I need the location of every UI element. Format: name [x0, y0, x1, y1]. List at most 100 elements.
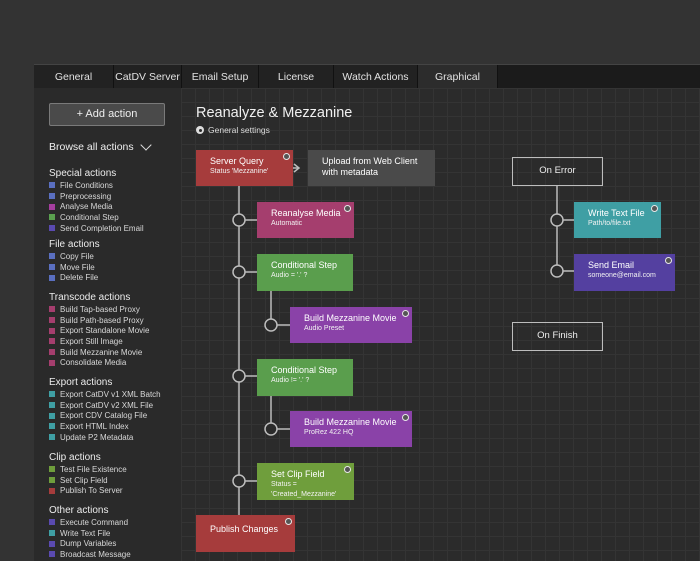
color-swatch-icon	[49, 225, 55, 232]
node-subtitle: Audio Preset	[304, 325, 345, 332]
node-title: Upload from Web Client	[322, 156, 418, 166]
tab-license[interactable]: License	[259, 65, 334, 89]
node-write-text-file[interactable]: Write Text File Path/to/file.txt	[574, 202, 661, 238]
action-item[interactable]: Dump Variables	[49, 538, 131, 549]
color-swatch-icon	[49, 477, 55, 484]
action-item[interactable]: Broadcast Message	[49, 549, 131, 560]
color-swatch-icon	[49, 466, 55, 473]
node-title: Publish Changes	[210, 524, 279, 534]
node-subtitle: Audio = '.' ?	[271, 272, 308, 279]
action-item[interactable]: Export CatDV v1 XML Batch	[49, 389, 161, 400]
action-item-label: Publish To Server	[60, 486, 123, 496]
close-icon[interactable]	[402, 310, 409, 317]
action-item[interactable]: Move File	[49, 262, 100, 273]
general-settings-label: General settings	[208, 125, 270, 135]
action-item-label: File Conditions	[60, 180, 113, 190]
connector-circle	[232, 265, 246, 279]
action-item[interactable]: Preprocessing	[49, 191, 144, 202]
node-conditional-step-1[interactable]: Conditional Step Audio = '.' ?	[257, 254, 353, 291]
tab-watch-actions[interactable]: Watch Actions	[334, 65, 418, 89]
node-subtitle: with metadata	[322, 167, 379, 177]
node-publish-changes[interactable]: Publish Changes	[196, 515, 295, 552]
node-build-mezzanine-2[interactable]: Build Mezzanine Movie ProRez 422 HQ	[290, 411, 412, 447]
tab-graphical[interactable]: Graphical	[418, 65, 498, 89]
close-icon[interactable]	[344, 205, 351, 212]
close-icon[interactable]	[651, 205, 658, 212]
on-error-block[interactable]: On Error	[512, 157, 603, 186]
connector-circle	[264, 422, 278, 436]
action-item[interactable]: Execute Command	[49, 517, 131, 528]
action-item-label: Conditional Step	[60, 212, 119, 222]
action-item[interactable]: Update P2 Metadata	[49, 432, 161, 443]
category-title: Special actions	[49, 168, 117, 179]
action-item[interactable]: Export CDV Catalog File	[49, 410, 161, 421]
action-item-label: Build Tap-based Proxy	[60, 304, 140, 314]
color-swatch-icon	[49, 423, 55, 430]
action-item[interactable]: Publish To Server	[49, 485, 127, 496]
close-icon[interactable]	[283, 153, 290, 160]
node-title: Conditional Step	[271, 260, 338, 270]
action-item[interactable]: Consolidate Media	[49, 357, 149, 368]
node-upload-web-client[interactable]: Upload from Web Client with metadata	[308, 150, 435, 186]
color-swatch-icon	[49, 214, 55, 221]
tab-email-setup[interactable]: Email Setup	[182, 65, 259, 89]
category-title: File actions	[49, 239, 100, 250]
action-item[interactable]: Build Mezzanine Movie	[49, 347, 149, 358]
general-settings-link[interactable]: General settings	[196, 125, 270, 135]
connector-circle	[232, 474, 246, 488]
action-item-label: Export Standalone Movie	[60, 326, 150, 336]
action-item-label: Build Mezzanine Movie	[60, 347, 143, 357]
workflow-canvas[interactable]: Reanalyze & Mezzanine General settings	[181, 88, 700, 561]
action-item[interactable]: Send Completion Email	[49, 223, 144, 234]
on-finish-block[interactable]: On Finish	[512, 322, 603, 351]
action-item[interactable]: Export HTML Index	[49, 421, 161, 432]
action-item[interactable]: Copy File	[49, 251, 100, 262]
node-server-query[interactable]: Server Query Status 'Mezzanine'	[196, 150, 293, 186]
category-title: Clip actions	[49, 452, 101, 463]
action-item[interactable]: Build Tap-based Proxy	[49, 304, 149, 315]
action-item[interactable]: Conditional Step	[49, 212, 144, 223]
action-item[interactable]: Export CatDV v2 XML File	[49, 400, 161, 411]
action-item[interactable]: Set Clip Field	[49, 475, 127, 486]
node-title: Send Email	[588, 260, 635, 270]
action-item[interactable]: Analyse Media	[49, 201, 144, 212]
tab-general[interactable]: General	[34, 65, 114, 89]
action-item-label: Build Path-based Proxy	[60, 315, 144, 325]
node-build-mezzanine-1[interactable]: Build Mezzanine Movie Audio Preset	[290, 307, 412, 343]
color-swatch-icon	[49, 487, 55, 494]
action-item-label: Consolidate Media	[60, 358, 127, 368]
tab-catdv-server[interactable]: CatDV Server	[114, 65, 182, 89]
action-item[interactable]: Test File Existence	[49, 464, 127, 475]
close-icon[interactable]	[344, 466, 351, 473]
category-title: Transcode actions	[49, 292, 131, 303]
action-item-label: Set Clip Field	[60, 475, 108, 485]
action-item-label: Export CDV Catalog File	[60, 411, 148, 421]
action-item[interactable]: Write Text File	[49, 528, 131, 539]
node-conditional-step-2[interactable]: Conditional Step Audio != '.' ?	[257, 359, 353, 396]
action-item[interactable]: Export Standalone Movie	[49, 325, 149, 336]
action-item-label: Send Completion Email	[60, 223, 144, 233]
color-swatch-icon	[49, 434, 55, 441]
action-item[interactable]: File Conditions	[49, 180, 144, 191]
action-item[interactable]: Export Still Image	[49, 336, 149, 347]
connector-circle	[264, 318, 278, 332]
close-icon[interactable]	[665, 257, 672, 264]
node-reanalyse-media[interactable]: Reanalyse Media Automatic	[257, 202, 354, 238]
connector-circle	[550, 264, 564, 278]
close-icon[interactable]	[402, 414, 409, 421]
close-icon[interactable]	[285, 518, 292, 525]
color-swatch-icon	[49, 519, 55, 526]
action-item[interactable]: Delete File	[49, 272, 100, 283]
node-set-clip-field[interactable]: Set Clip Field Status = 'Created_Mezzani…	[257, 463, 354, 500]
action-item-label: Dump Variables	[60, 539, 117, 549]
browse-all-actions[interactable]: Browse all actions	[49, 139, 152, 153]
node-send-email[interactable]: Send Email someone@email.com	[574, 254, 675, 291]
color-swatch-icon	[49, 391, 55, 398]
action-item[interactable]: Build Path-based Proxy	[49, 315, 149, 326]
color-swatch-icon	[49, 530, 55, 537]
color-swatch-icon	[49, 274, 55, 281]
add-action-button[interactable]: + Add action	[49, 103, 165, 126]
